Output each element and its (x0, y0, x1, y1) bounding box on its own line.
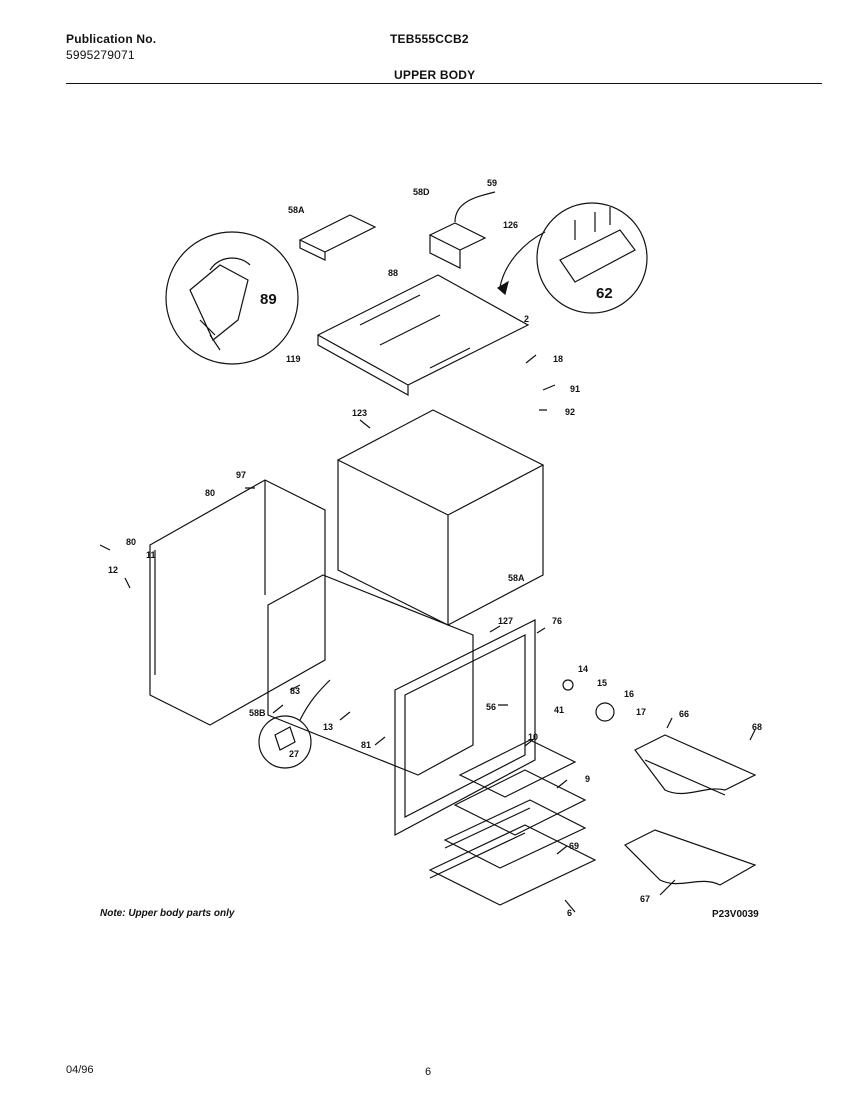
callout-58D: 58D (413, 187, 430, 197)
callout-10: 10 (528, 732, 538, 742)
callout-15: 15 (597, 678, 607, 688)
broil-element-67-shape (623, 829, 757, 886)
callout-12: 12 (108, 565, 118, 575)
transformer-shape (428, 222, 487, 269)
callout-13: 13 (323, 722, 333, 732)
callout-76: 76 (552, 616, 562, 626)
parts-note: Note: Upper body parts only (100, 908, 235, 919)
callout-69: 69 (569, 841, 579, 851)
detail-circle-89 (165, 231, 299, 365)
callout-2: 2 (524, 314, 529, 324)
bake-element-66-shape (634, 734, 757, 796)
detail-circle-62 (536, 202, 648, 314)
callout-97: 97 (236, 470, 246, 480)
callout-11: 11 (146, 550, 156, 560)
terminal-block-detail (559, 207, 636, 283)
callout-89: 89 (260, 291, 277, 308)
callout-18a: 18 (553, 354, 563, 364)
page-number: 6 (425, 1066, 432, 1078)
duct-assembly-shape (336, 409, 545, 626)
callout-127: 127 (498, 616, 513, 626)
callout-67: 67 (640, 894, 650, 904)
lamp-cover-shape (595, 702, 615, 722)
rack-shape-69 (443, 799, 587, 869)
callout-27: 27 (289, 749, 299, 759)
top-panel-shape (316, 274, 530, 397)
callout-68: 68 (752, 722, 762, 732)
callout-17: 17 (636, 707, 646, 717)
callout-126: 126 (503, 220, 518, 230)
lamp-socket-shape (562, 679, 574, 691)
callout-92: 92 (565, 407, 575, 417)
thermostat-detail (189, 257, 251, 341)
callout-119: 119 (286, 354, 301, 364)
section-title: UPPER BODY (394, 68, 476, 82)
callout-80b: 80 (126, 537, 136, 547)
callout-123: 123 (352, 408, 367, 418)
callout-14: 14 (578, 664, 588, 674)
callout-58A-side: 58A (508, 573, 525, 583)
publication-number: 5995279071 (66, 48, 135, 62)
rack-shape-6 (428, 824, 597, 906)
callout-56: 56 (486, 702, 496, 712)
drawing-code: P23V0039 (712, 909, 759, 920)
callout-80a: 80 (205, 488, 215, 498)
callout-62: 62 (596, 285, 613, 302)
callout-9: 9 (585, 774, 590, 784)
callout-6: 6 (567, 908, 572, 918)
callout-66: 66 (679, 709, 689, 719)
broil-pan-shape (453, 769, 587, 836)
oven-liner-shape (267, 574, 474, 776)
detail-arrow-62 (499, 231, 546, 288)
front-frame-shape (394, 619, 536, 837)
callout-59: 59 (487, 178, 497, 188)
detail-circle-27 (258, 715, 312, 769)
control-cover-shape (298, 214, 377, 261)
callout-83: 83 (290, 686, 300, 696)
callout-41: 41 (554, 705, 564, 715)
callout-16: 16 (624, 689, 634, 699)
callout-88: 88 (388, 268, 398, 278)
header-rule (66, 83, 822, 84)
broil-pan-insert-shape (458, 739, 577, 798)
callout-58A-top: 58A (288, 205, 305, 215)
publication-label: Publication No. (66, 32, 157, 46)
callout-58B: 58B (249, 708, 266, 718)
callout-91: 91 (570, 384, 580, 394)
callout-81: 81 (361, 740, 371, 750)
model-number: TEB555CCB2 (390, 32, 469, 46)
footer-date: 04/96 (66, 1064, 94, 1076)
